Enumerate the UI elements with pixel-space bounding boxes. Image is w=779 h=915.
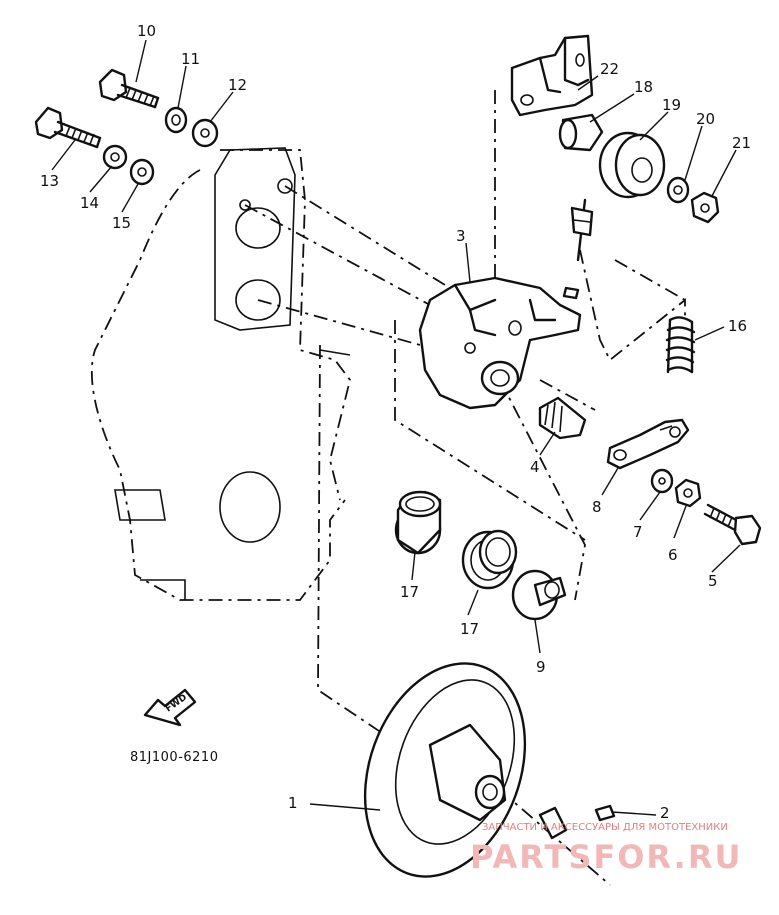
label-20: 20	[696, 110, 715, 128]
lever-8	[606, 418, 690, 470]
label-7: 7	[633, 523, 643, 541]
pulley-19	[598, 131, 666, 199]
washer-11	[164, 106, 188, 134]
label-15: 15	[112, 214, 131, 232]
nut-6	[674, 478, 702, 508]
shaft-piece	[538, 806, 568, 840]
label-4: 4	[530, 458, 540, 476]
collar-18	[558, 113, 604, 152]
label-10: 10	[137, 22, 156, 40]
leader-lines	[51, 39, 741, 816]
bushing-17a	[394, 490, 442, 555]
label-13: 13	[40, 172, 59, 190]
cable-end	[562, 198, 594, 300]
watermark: ЗАПЧАСТИ И АКСЕССУАРЫ ДЛЯ МОТОТЕХНИКИ PA…	[470, 822, 742, 876]
label-6: 6	[668, 546, 678, 564]
washer-20	[666, 176, 690, 204]
watermark-tagline: ЗАПЧАСТИ И АКСЕССУАРЫ ДЛЯ МОТОТЕХНИКИ	[482, 822, 728, 833]
pin-9	[511, 569, 567, 621]
nut-21	[690, 191, 720, 224]
engine-case	[90, 147, 351, 601]
label-17a: 17	[400, 583, 419, 601]
bushing-17b	[461, 529, 518, 590]
bolt-10	[98, 68, 160, 109]
bracket-3	[418, 276, 582, 410]
label-18: 18	[634, 78, 653, 96]
label-2: 2	[660, 804, 670, 822]
label-17b: 17	[460, 620, 479, 638]
adjuster-4	[538, 396, 587, 440]
label-8: 8	[592, 498, 602, 516]
spring-16	[665, 316, 696, 374]
drawing-code: 81J100-6210	[130, 750, 218, 765]
label-22: 22	[600, 60, 619, 78]
washer-14	[102, 144, 128, 170]
label-16: 16	[728, 317, 747, 335]
watermark-brand: PARTSFOR.RU	[470, 838, 742, 876]
washer-7	[650, 468, 674, 494]
guide-lines	[244, 90, 686, 886]
key-2	[594, 804, 616, 822]
washer-15	[129, 158, 155, 186]
fwd-arrow-icon: FWD	[143, 688, 197, 727]
bracket-22	[510, 34, 594, 117]
sheave-1	[363, 662, 527, 878]
label-19: 19	[662, 96, 681, 114]
label-5: 5	[708, 572, 718, 590]
washer-12	[191, 118, 219, 148]
label-9: 9	[536, 658, 546, 676]
label-1: 1	[288, 794, 298, 812]
label-21: 21	[732, 134, 751, 152]
bolt-5	[703, 503, 762, 546]
bolt-13	[34, 106, 102, 149]
label-11: 11	[181, 50, 200, 68]
label-12: 12	[228, 76, 247, 94]
label-3: 3	[456, 227, 466, 245]
label-14: 14	[80, 194, 99, 212]
part-labels: 10 11 12 13 14 15 22 18 19 20 21 3 16 4 …	[40, 22, 751, 822]
